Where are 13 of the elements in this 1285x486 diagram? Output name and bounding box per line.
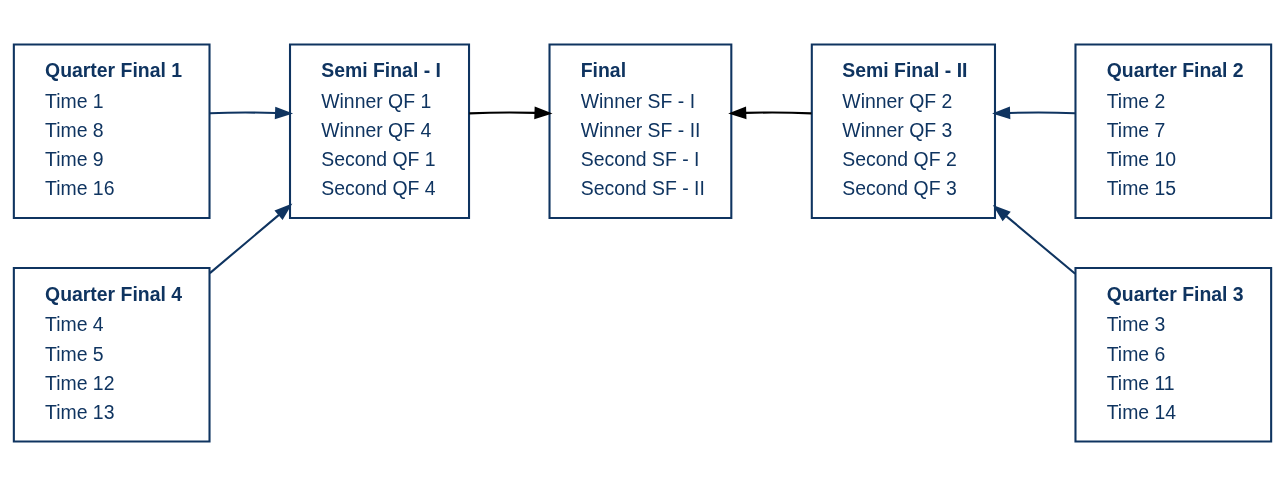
arrow <box>209 106 294 120</box>
node-box: Semi Final - I Winner QF 1 Winner QF 4 Second QF 1 Second QF 4 <box>288 43 471 220</box>
arrow <box>209 203 293 274</box>
node-box: Quarter Final 3 Time 3 Time 6 Time 11 Time 14 <box>1074 266 1273 443</box>
arrow <box>469 106 553 120</box>
node-box: Quarter Final 4 Time 4 Time 5 Time 12 Time 13 <box>12 266 211 443</box>
arrow <box>728 106 812 120</box>
node-box: Quarter Final 1 Time 1 Time 8 Time 9 Time 16 <box>12 43 211 220</box>
arrow <box>992 204 1076 275</box>
arrow <box>992 106 1076 120</box>
node-box: Quarter Final 2 Time 2 Time 7 Time 10 Time 15 <box>1074 43 1273 220</box>
node-box: Semi Final - II Winner QF 2 Winner QF 3 Second QF 2 Second QF 3 <box>810 43 997 220</box>
node-box: Final Winner SF - I Winner SF - II Second SF - I Second SF - II <box>548 43 733 220</box>
